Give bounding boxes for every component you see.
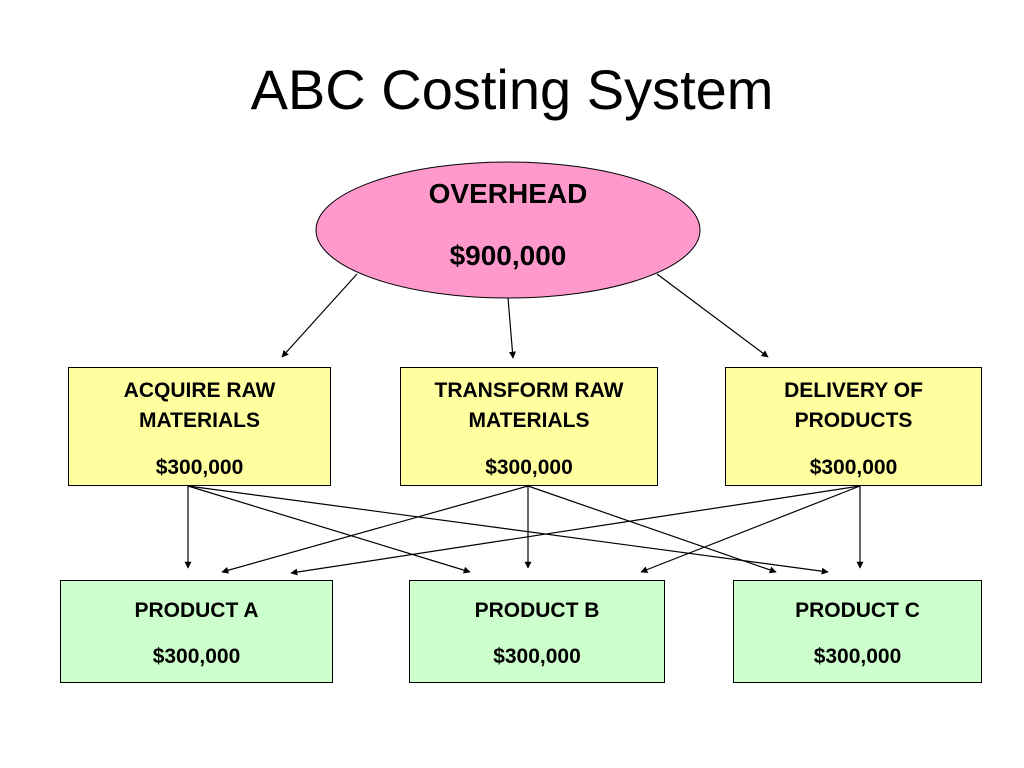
product-label: PRODUCT B xyxy=(474,599,600,622)
product-amount: $300,000 xyxy=(813,645,902,669)
arrow-delivery-to-product-a xyxy=(290,485,861,576)
page-title: ABC Costing System xyxy=(250,58,774,121)
arrow-transform-to-product-a xyxy=(221,485,529,574)
product-b: PRODUCT B $300,000 xyxy=(409,580,665,683)
arrow-overhead-to-delivery xyxy=(656,273,769,358)
overhead-amount: $900,000 xyxy=(449,240,567,271)
overhead-to-activity-arrows xyxy=(281,273,769,359)
activity-label: DELIVERY OF PRODUCTS xyxy=(784,379,923,433)
product-c: PRODUCT C $300,000 xyxy=(733,580,982,683)
activity-to-product-arrows xyxy=(184,485,864,576)
arrow-acquire-to-product-c xyxy=(187,485,829,575)
activity-delivery-of-products: DELIVERY OF PRODUCTS $300,000 xyxy=(725,367,982,486)
product-label: PRODUCT C xyxy=(795,599,920,622)
activity-label: ACQUIRE RAW MATERIALS xyxy=(123,379,276,433)
arrow-delivery-to-product-b xyxy=(640,485,861,573)
product-amount: $300,000 xyxy=(493,645,581,669)
activity-amount: $300,000 xyxy=(809,455,898,479)
product-a: PRODUCT A $300,000 xyxy=(60,580,333,683)
activity-amount: $300,000 xyxy=(155,455,244,479)
arrow-overhead-to-acquire xyxy=(281,273,358,358)
arrow-overhead-to-transform xyxy=(507,297,516,359)
activity-transform-raw-materials: TRANSFORM RAW MATERIALS $300,000 xyxy=(400,367,658,486)
product-amount: $300,000 xyxy=(152,645,241,669)
overhead-label: OVERHEAD xyxy=(428,178,588,209)
product-label: PRODUCT A xyxy=(134,599,259,622)
activity-acquire-raw-materials: ACQUIRE RAW MATERIALS $300,000 xyxy=(68,367,331,486)
arrow-acquire-to-product-b xyxy=(187,485,471,574)
activity-amount: $300,000 xyxy=(485,455,573,479)
arrow-transform-to-product-c xyxy=(527,485,777,574)
activity-label: TRANSFORM RAW MATERIALS xyxy=(434,379,624,433)
